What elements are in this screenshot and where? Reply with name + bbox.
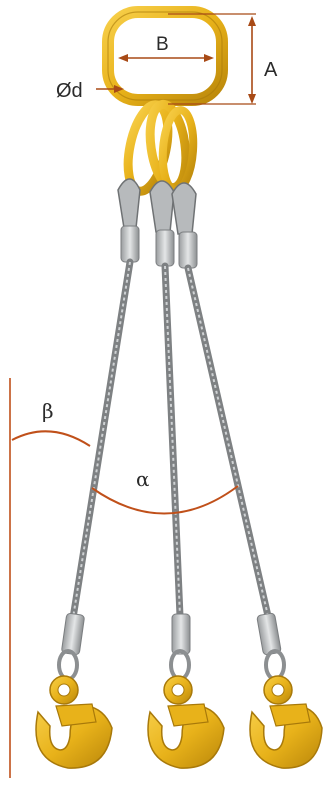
hook-middle (147, 675, 225, 769)
dimension-b: B (118, 34, 214, 62)
dimension-a-label: A (264, 59, 278, 81)
top-eyes (117, 178, 197, 235)
dimension-d: Ød (56, 80, 124, 102)
dimension-b-label: B (156, 34, 169, 55)
angle-beta-label: β (42, 399, 54, 423)
dimension-a: A (168, 13, 278, 105)
wire-rope-legs (69, 258, 272, 622)
hook-right (249, 675, 323, 769)
hook-left (35, 675, 113, 769)
bottom-eyes (57, 649, 286, 681)
angle-alpha-label: α (136, 467, 150, 491)
self-locking-hook-icon (147, 675, 225, 769)
angle-beta: β (9, 378, 91, 778)
angle-alpha: α (91, 467, 239, 515)
wire-rope-leg-right (184, 264, 272, 620)
dimension-d-label: Ød (56, 80, 83, 102)
self-locking-hook-icon (249, 675, 323, 769)
bottom-ferrules (61, 612, 282, 656)
self-locking-hook-icon (35, 675, 113, 769)
